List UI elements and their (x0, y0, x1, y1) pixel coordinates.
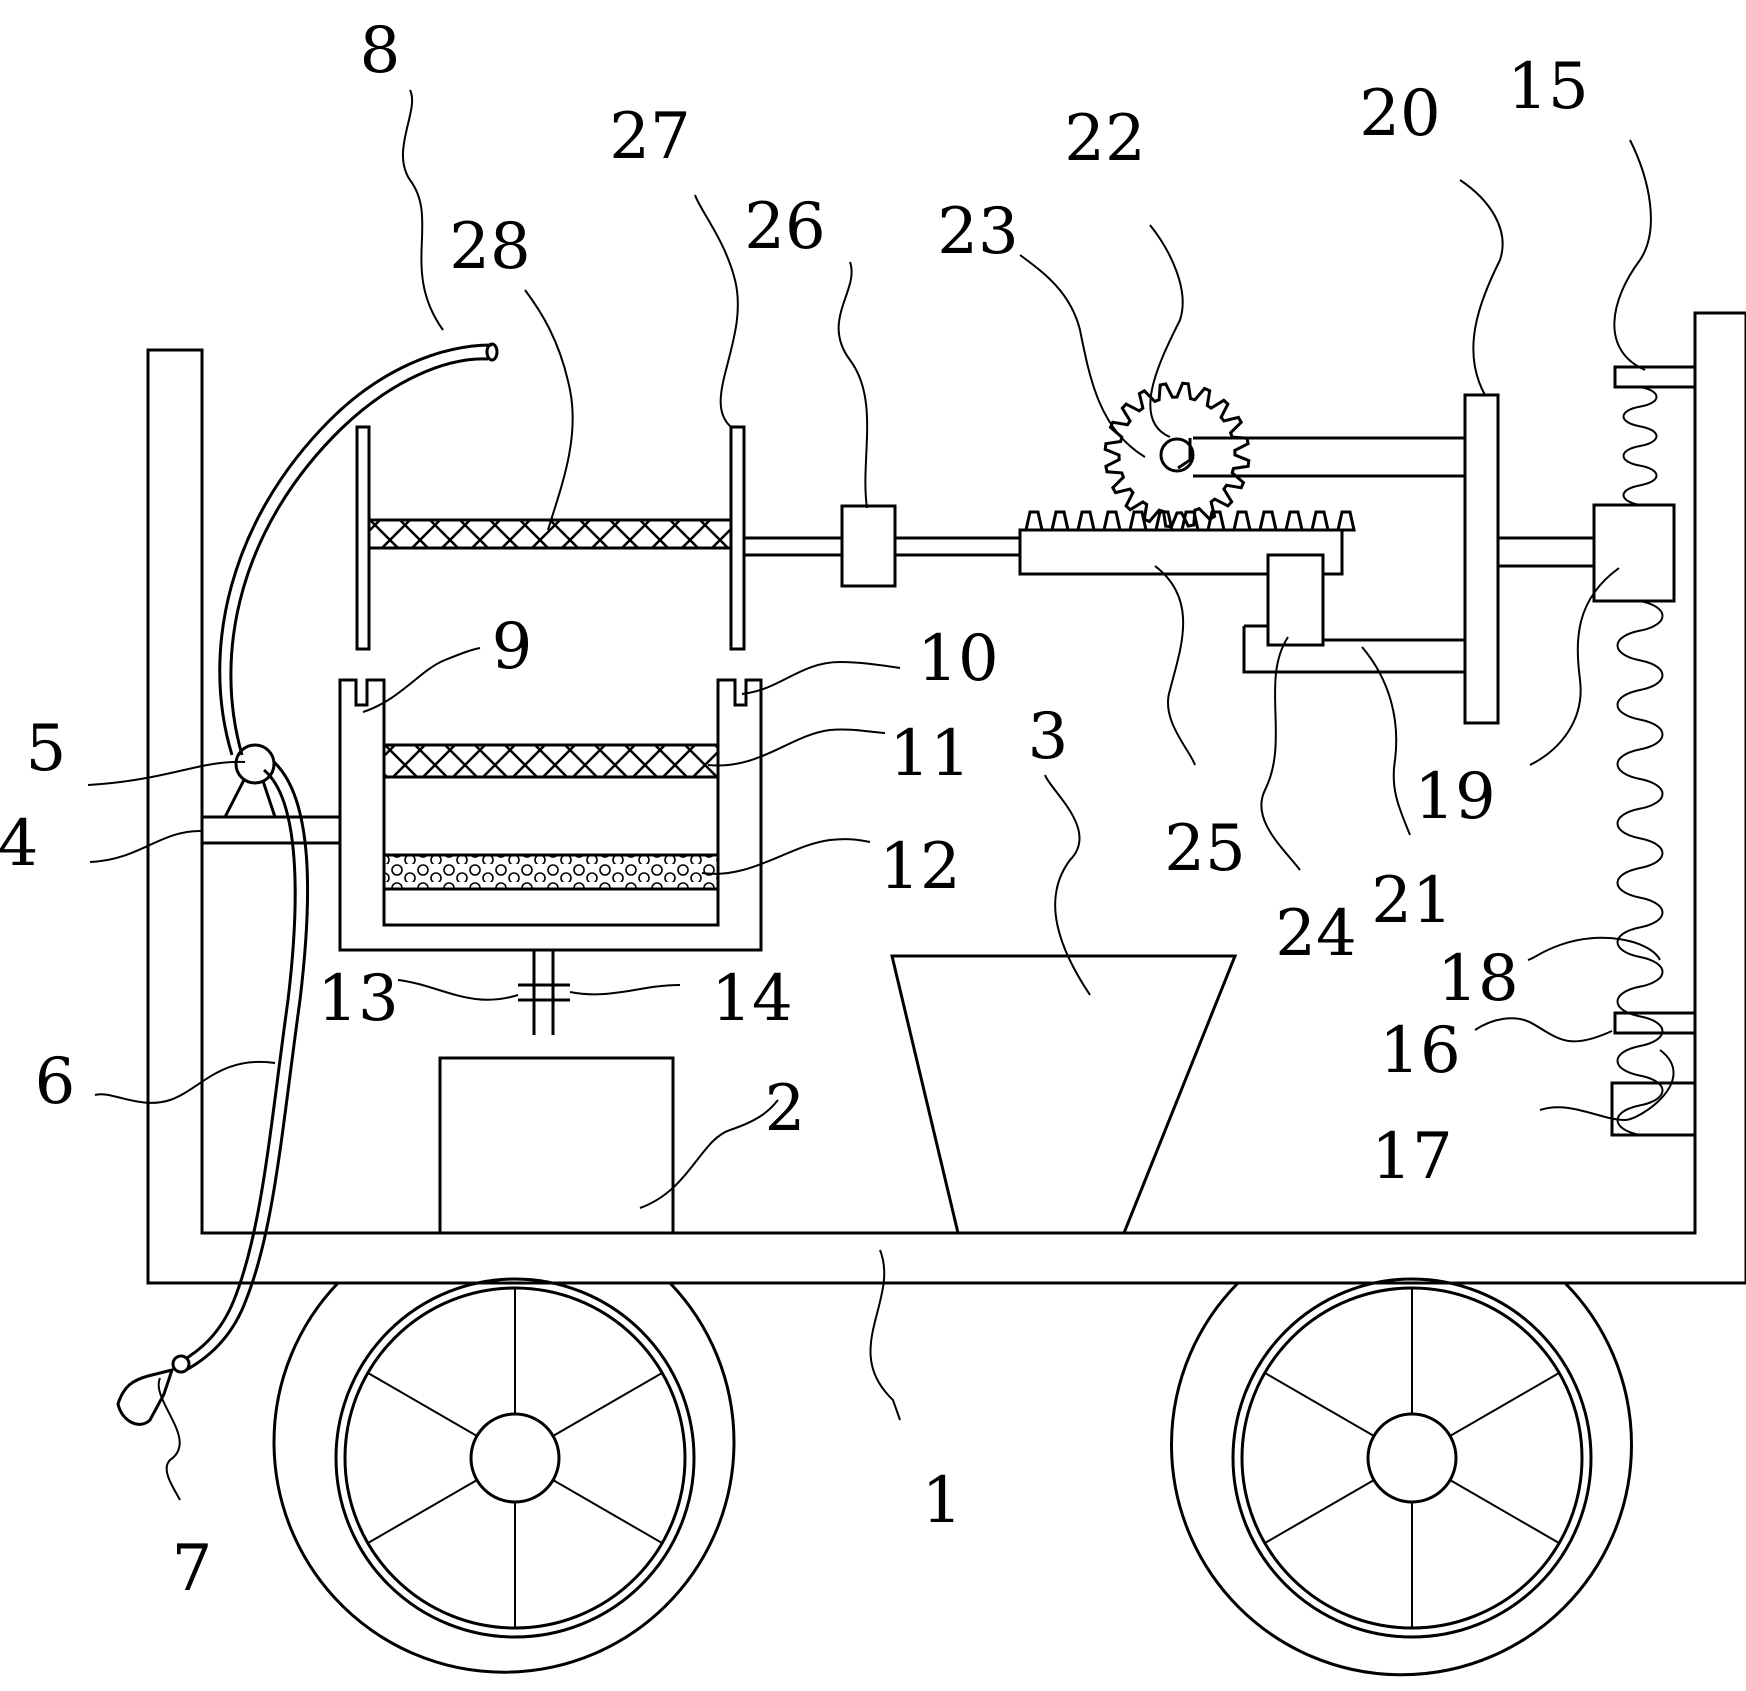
motor (1592, 503, 1676, 603)
label-10: 10 (917, 622, 998, 696)
base-block (1610, 1081, 1697, 1137)
gear-support (1193, 436, 1465, 478)
gear-rack (1018, 510, 1356, 576)
guide-rail (1242, 624, 1465, 674)
label-4: 4 (0, 807, 38, 881)
suction-pipe (218, 342, 499, 756)
lower-stop (1613, 1011, 1697, 1035)
label-27: 27 (609, 100, 690, 174)
cleaning-roller-assembly (355, 425, 1020, 651)
label-17: 17 (1371, 1120, 1452, 1194)
label-26: 26 (744, 190, 825, 264)
outlet-valve (518, 950, 570, 1035)
filter-mesh (382, 743, 720, 779)
part-labels: 1 2 3 4 5 6 7 8 9 10 11 12 13 14 15 16 1… (0, 14, 1589, 1606)
label-7: 7 (172, 1532, 213, 1606)
label-2: 2 (765, 1072, 806, 1146)
sprayer-nozzle (116, 1354, 191, 1426)
label-15: 15 (1507, 50, 1588, 124)
water-tank (438, 1056, 675, 1235)
coupling-block (840, 504, 897, 588)
label-21: 21 (1371, 864, 1452, 938)
cart-body (146, 311, 1746, 1285)
label-6: 6 (35, 1045, 76, 1119)
label-22: 22 (1064, 102, 1145, 176)
leader-lines (87, 89, 1675, 1501)
vertical-plate (1463, 393, 1500, 725)
label-12: 12 (879, 830, 960, 904)
collection-hopper (890, 954, 1238, 1235)
label-24: 24 (1275, 897, 1356, 971)
support-arm (202, 815, 340, 845)
label-11: 11 (889, 717, 970, 791)
drive-gear (1103, 381, 1251, 529)
label-19: 19 (1414, 760, 1495, 834)
right-wheel (1170, 1277, 1633, 1677)
motor-assembly (1498, 365, 1697, 1137)
label-1: 1 (922, 1464, 963, 1538)
label-14: 14 (711, 962, 792, 1036)
label-13: 13 (317, 962, 398, 1036)
left-wheel (272, 1277, 736, 1674)
hose (179, 760, 310, 1372)
label-9: 9 (492, 610, 533, 684)
label-3: 3 (1028, 700, 1069, 774)
filter-particles (382, 853, 720, 891)
label-16: 16 (1379, 1014, 1460, 1088)
label-20: 20 (1359, 77, 1440, 151)
label-18: 18 (1437, 942, 1518, 1016)
top-stop (1613, 365, 1697, 389)
label-8: 8 (360, 14, 401, 88)
filter-box (338, 678, 763, 952)
label-25: 25 (1164, 812, 1245, 886)
slide-block (1266, 553, 1325, 647)
label-28: 28 (449, 210, 530, 284)
label-23: 23 (937, 195, 1018, 269)
label-5: 5 (26, 712, 67, 786)
pump (223, 743, 277, 818)
